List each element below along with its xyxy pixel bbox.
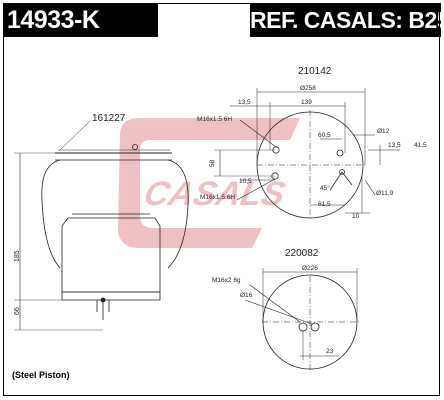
dim-top-hole-dia: Ø12 — [377, 128, 390, 135]
dim-piston-23: 23 — [326, 348, 334, 355]
dim-top-61-5: 61,5 — [318, 201, 331, 208]
piston-plate-labels: 220082 Ø226 M16x2 6g Ø16 23 — [212, 248, 334, 355]
part-number-title: 14933-K — [3, 3, 158, 37]
top-plate-drawing — [214, 88, 400, 220]
dim-top-58: 58 — [209, 159, 216, 167]
air-fitting-hole — [336, 149, 344, 157]
bellows-right-profile — [167, 159, 189, 269]
dim-piston-hole: Ø16 — [240, 292, 253, 299]
dim-top-angle: 45° — [320, 184, 330, 192]
dim-top-thread-lower: M16x1.5 6H — [200, 194, 235, 201]
dim-top-10-5: 10,5 — [239, 178, 252, 185]
air-fitting-center — [339, 169, 345, 175]
dim-top-13-5: 13,5 — [238, 99, 251, 106]
top-plate-labels: 210142 Ø258 139 13,5 M16x1.5 6H 60,5 Ø12… — [197, 66, 427, 220]
reference-title: REF. CASALS: B2583 — [250, 3, 441, 37]
dim-top-60-5: 60,5 — [318, 132, 331, 139]
dim-top-diameter: Ø258 — [300, 85, 316, 92]
bellows-code: 161227 — [92, 113, 126, 124]
bellows-left-profile — [41, 159, 61, 269]
sheet-border — [3, 3, 440, 396]
casals-watermark-logo: CASALS — [118, 118, 300, 248]
svg-text:CASALS: CASALS — [141, 175, 289, 213]
bellows-height-66: 66 — [14, 307, 21, 315]
bellows-drawing — [14, 120, 189, 331]
dim-top-10: 10 — [352, 213, 360, 220]
bellows-height-185: 185 — [14, 250, 21, 262]
dim-top-11-9: Ø11,9 — [376, 190, 394, 197]
piston-plate-code: 220082 — [285, 248, 319, 259]
dim-top-thread: M16x1.5 6H — [197, 116, 232, 123]
dim-top-13-5-right: 13,5 — [388, 142, 401, 149]
piston-stud-hole-right — [310, 322, 320, 332]
dim-top-139: 139 — [301, 99, 312, 106]
top-plate-code: 210142 — [298, 66, 332, 77]
bellows-labels: 161227 185 66 — [14, 113, 126, 315]
piston-plate-drawing — [244, 268, 360, 372]
dim-piston-diameter: Ø226 — [302, 265, 318, 272]
footer-note: (Steel Piston) — [12, 370, 70, 380]
dim-top-41-5: 41,5 — [414, 142, 427, 149]
dim-piston-thread: M16x2 6g — [212, 277, 241, 284]
